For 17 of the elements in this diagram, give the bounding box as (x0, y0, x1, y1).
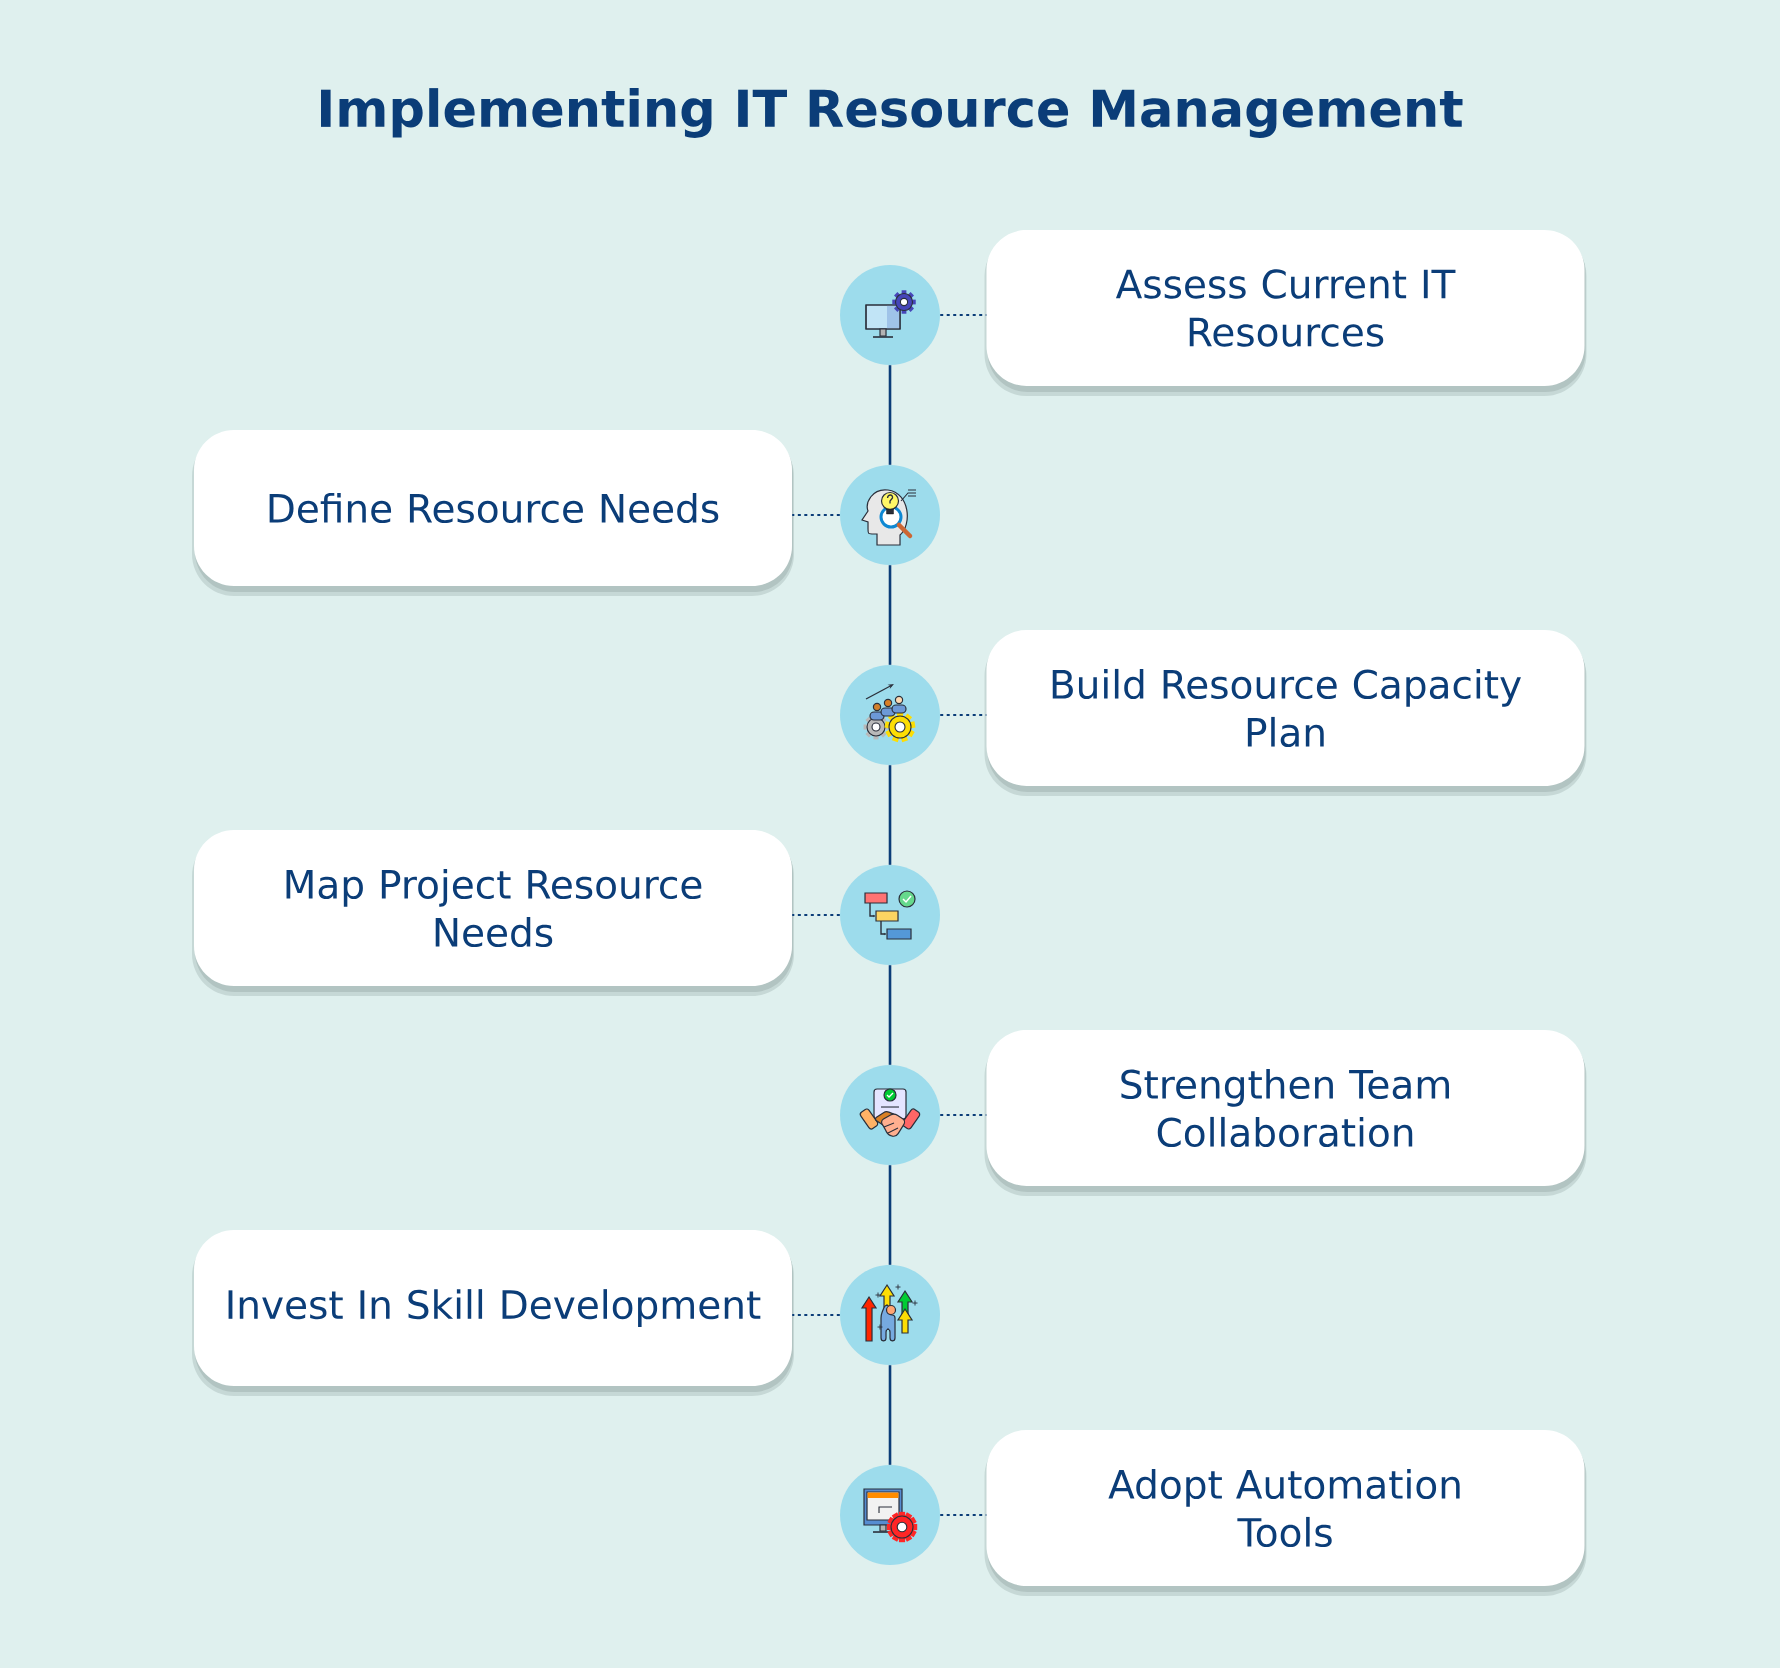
step-box: Map Project Resource Needs (192, 830, 794, 996)
step-box: Adopt Automation Tools (984, 1430, 1587, 1596)
step-box: Build Resource Capacity Plan (984, 630, 1587, 796)
step-box: Assess Current IT Resources (984, 230, 1587, 396)
dotted-connector (791, 514, 841, 516)
connector-line (888, 1365, 892, 1465)
connector-line (888, 1165, 892, 1265)
step-box: Define Resource Needs (192, 430, 794, 596)
step-box: Invest In Skill Development (192, 1230, 794, 1396)
connector-line (888, 365, 892, 465)
title: Implementing IT Resource Management (321, 88, 1463, 138)
step-box: Strengthen Team Collaboration (984, 1030, 1587, 1196)
connector-line (888, 565, 892, 665)
connector-line (888, 965, 892, 1065)
dotted-connector (791, 914, 841, 916)
connector-line (888, 765, 892, 865)
dotted-connector (791, 1314, 841, 1316)
